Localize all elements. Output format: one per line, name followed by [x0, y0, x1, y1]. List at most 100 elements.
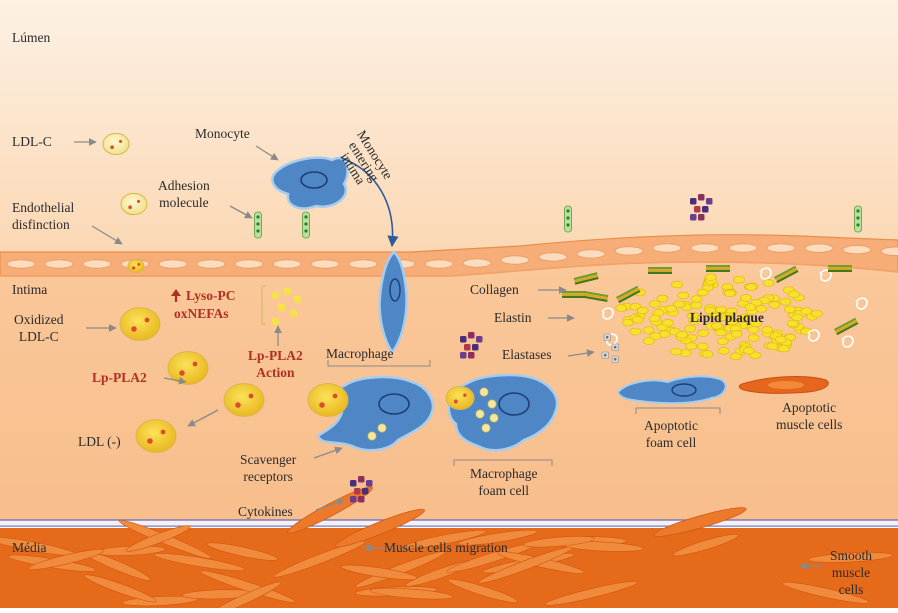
- endothelial-cell: [424, 259, 454, 269]
- cytokine-molecule: [366, 480, 373, 487]
- lyso-pc-droplets: [272, 288, 301, 325]
- lipid-droplet: [717, 347, 730, 355]
- smooth-muscle-cell: [200, 570, 296, 603]
- lumen-label: Lúmen: [12, 30, 51, 45]
- lipid-droplet: [738, 313, 750, 322]
- smooth-muscle-cell: [782, 582, 870, 604]
- lipid-droplet: [677, 291, 690, 300]
- macrophage-label: Macrophage: [326, 346, 394, 361]
- foam-lipid: [481, 423, 491, 433]
- oxnefas-label: oxNEFAs: [174, 306, 229, 321]
- lipid-droplet: [648, 300, 661, 308]
- ldl-particle: [307, 383, 349, 417]
- smooth-muscle-layer: [0, 486, 893, 613]
- lipid-droplet: [697, 329, 710, 337]
- lipid-droplet: [673, 300, 685, 308]
- lyso-bracket: [261, 285, 266, 325]
- cytokine-molecule: [354, 488, 361, 495]
- elastin-fiber: [841, 335, 854, 348]
- lipid-droplet: [745, 283, 757, 291]
- foam-lipid: [487, 399, 497, 409]
- endothelial-cell: [842, 245, 872, 255]
- lipid-droplet: [690, 301, 703, 310]
- lipid-droplet: [704, 273, 717, 281]
- elastin-fiber: [855, 297, 868, 310]
- endothelial-cell: [348, 259, 378, 269]
- lipid-droplet: [688, 317, 701, 325]
- media-label: Média: [12, 540, 47, 555]
- endothelial-cell: [652, 243, 682, 253]
- endothelial-cell: [614, 246, 644, 256]
- foam-lipid: [475, 409, 485, 419]
- lipid-droplet: [800, 307, 813, 315]
- lipid-droplet: [747, 325, 760, 334]
- endothelial-label: Endothelial disfinction: [12, 200, 75, 232]
- lipid-droplet: [631, 316, 644, 324]
- lipid-droplet: [648, 314, 661, 323]
- cytokine-molecule: [468, 332, 475, 339]
- lipid-droplet: [729, 352, 742, 361]
- lipid-droplet: [733, 275, 745, 284]
- cytokine-molecule: [350, 480, 357, 487]
- lipid-droplet: [710, 312, 723, 321]
- apoptotic-foam-label: Apoptotic foam cell: [644, 418, 698, 450]
- intima-label: Intima: [12, 282, 48, 297]
- endothelial-cell: [804, 243, 834, 253]
- collagen-fiber: [706, 265, 730, 272]
- monocyte-cell: [271, 156, 349, 210]
- collagen-fiber: [615, 285, 641, 304]
- collagen-fiber: [573, 272, 599, 285]
- cytokine-molecule: [358, 476, 365, 483]
- smooth-muscle-cell: [447, 578, 518, 603]
- ldl-c-label: LDL-C: [12, 134, 52, 149]
- lipid-droplet: [642, 326, 655, 334]
- lipid-droplet: [715, 305, 727, 314]
- lipid-plaque: [601, 267, 868, 361]
- foam-bracket: [453, 459, 553, 466]
- cytokine-molecule: [460, 352, 467, 359]
- macrophage-bracket: [327, 360, 431, 367]
- migrating-muscle-cell: [335, 508, 425, 548]
- scavenger-label: Scavenger receptors: [240, 452, 297, 484]
- protein-clusters: [350, 194, 713, 503]
- endothelial-cell: [538, 252, 568, 262]
- cytokine-molecule: [690, 214, 697, 221]
- ldl-particle: [127, 258, 145, 274]
- transmigrating-monocyte: [378, 250, 408, 354]
- smooth-muscle-cell: [808, 552, 893, 563]
- ldl-particle: [120, 192, 148, 216]
- lp-pla2-action-label: Lp-PLA2 Action: [248, 348, 303, 380]
- monocyte-label: Monocyte: [195, 126, 250, 141]
- lipid-droplet: [629, 327, 642, 336]
- lipid-droplet: [685, 342, 698, 350]
- smooth-muscle-cell: [83, 574, 157, 603]
- smooth-muscle-cell: [28, 549, 105, 570]
- collagen-fiber: [833, 317, 859, 336]
- collagen-label: Collagen: [470, 282, 519, 297]
- ldl-particle: [102, 132, 130, 156]
- cytokine-molecule: [350, 496, 357, 503]
- lipid-droplet: [724, 289, 736, 298]
- cytokine-molecule: [702, 206, 709, 213]
- lipid-droplet: [649, 332, 662, 340]
- cytokine-molecule: [464, 344, 471, 351]
- endothelial-cell: [272, 259, 302, 269]
- lipid-droplet: [690, 295, 703, 303]
- ldl-particle: [223, 383, 265, 417]
- smooth-muscle-cell: [544, 581, 638, 606]
- lipid-droplet: [679, 349, 692, 357]
- lipid-droplet: [665, 304, 677, 313]
- lipid-droplet: [747, 334, 760, 342]
- endothelial-cell: [6, 259, 36, 269]
- cytokine-molecule: [362, 488, 369, 495]
- cytokine-molecule: [468, 352, 475, 359]
- ldl-particle: [135, 419, 177, 453]
- migrating-muscle-cell: [653, 507, 747, 537]
- foam-lipid: [377, 423, 387, 433]
- lp-pla2-label: Lp-PLA2: [92, 370, 147, 385]
- macrophage-foam-label: Macrophage foam cell: [470, 466, 538, 498]
- cytokine-molecule: [698, 194, 705, 201]
- elastin-fiber: [759, 267, 772, 280]
- lipid-droplet: [810, 309, 823, 318]
